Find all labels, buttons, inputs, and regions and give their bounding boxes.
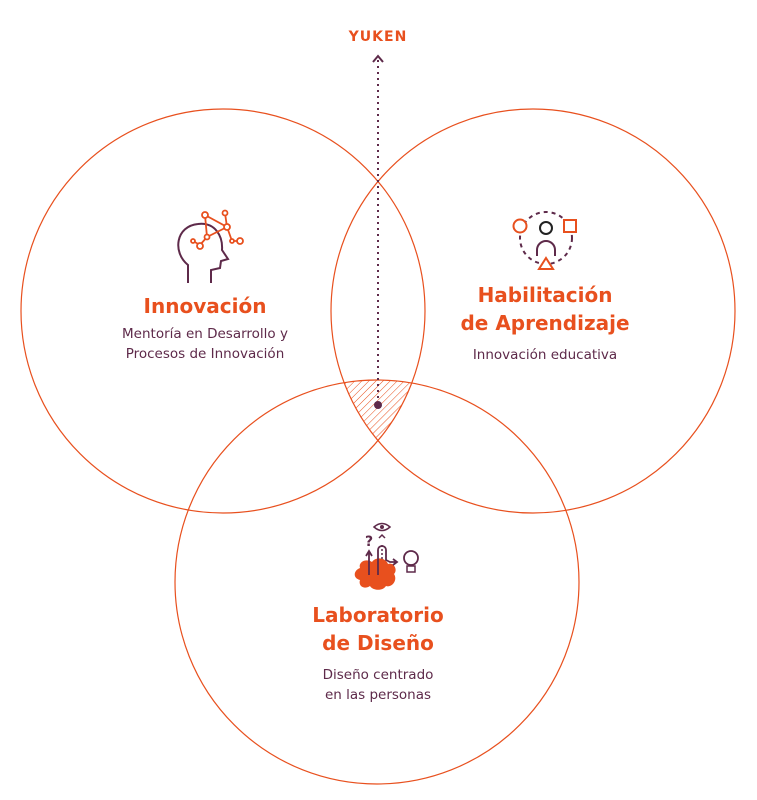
center-dot <box>374 401 382 409</box>
innovacion-subtitle-1: Mentoría en Desarrollo y <box>122 326 288 342</box>
circle-innovacion <box>20 108 426 514</box>
svg-text:?: ? <box>365 534 373 550</box>
top-label: YUKEN <box>348 29 408 45</box>
aprendizaje-title-1: Habilitación <box>477 283 613 307</box>
aprendizaje-title-2: de Aprendizaje <box>460 311 630 335</box>
innovacion-block: Innovación Mentoría en Desarrollo y Proc… <box>80 292 330 364</box>
diseno-title-1: Laboratorio <box>312 603 444 627</box>
innovacion-subtitle-2: Procesos de Innovación <box>125 346 285 362</box>
arrow-head-icon <box>372 54 384 63</box>
diseno-subtitle-2: en las personas <box>324 687 432 703</box>
learning-shapes-icon <box>512 211 577 270</box>
aprendizaje-block: Habilitación de Aprendizaje Innovación e… <box>420 281 670 365</box>
aprendizaje-subtitle: Innovación educativa <box>472 347 618 363</box>
circle-aprendizaje <box>330 108 736 514</box>
diseno-block: Laboratorio de Diseño Diseño centrado en… <box>253 601 503 705</box>
diseno-subtitle-1: Diseño centrado <box>322 667 434 683</box>
head-network-icon <box>177 209 244 283</box>
innovacion-title: Innovación <box>143 294 267 318</box>
diseno-title-2: de Diseño <box>322 631 434 655</box>
design-thinking-icon: ? <box>354 522 419 590</box>
